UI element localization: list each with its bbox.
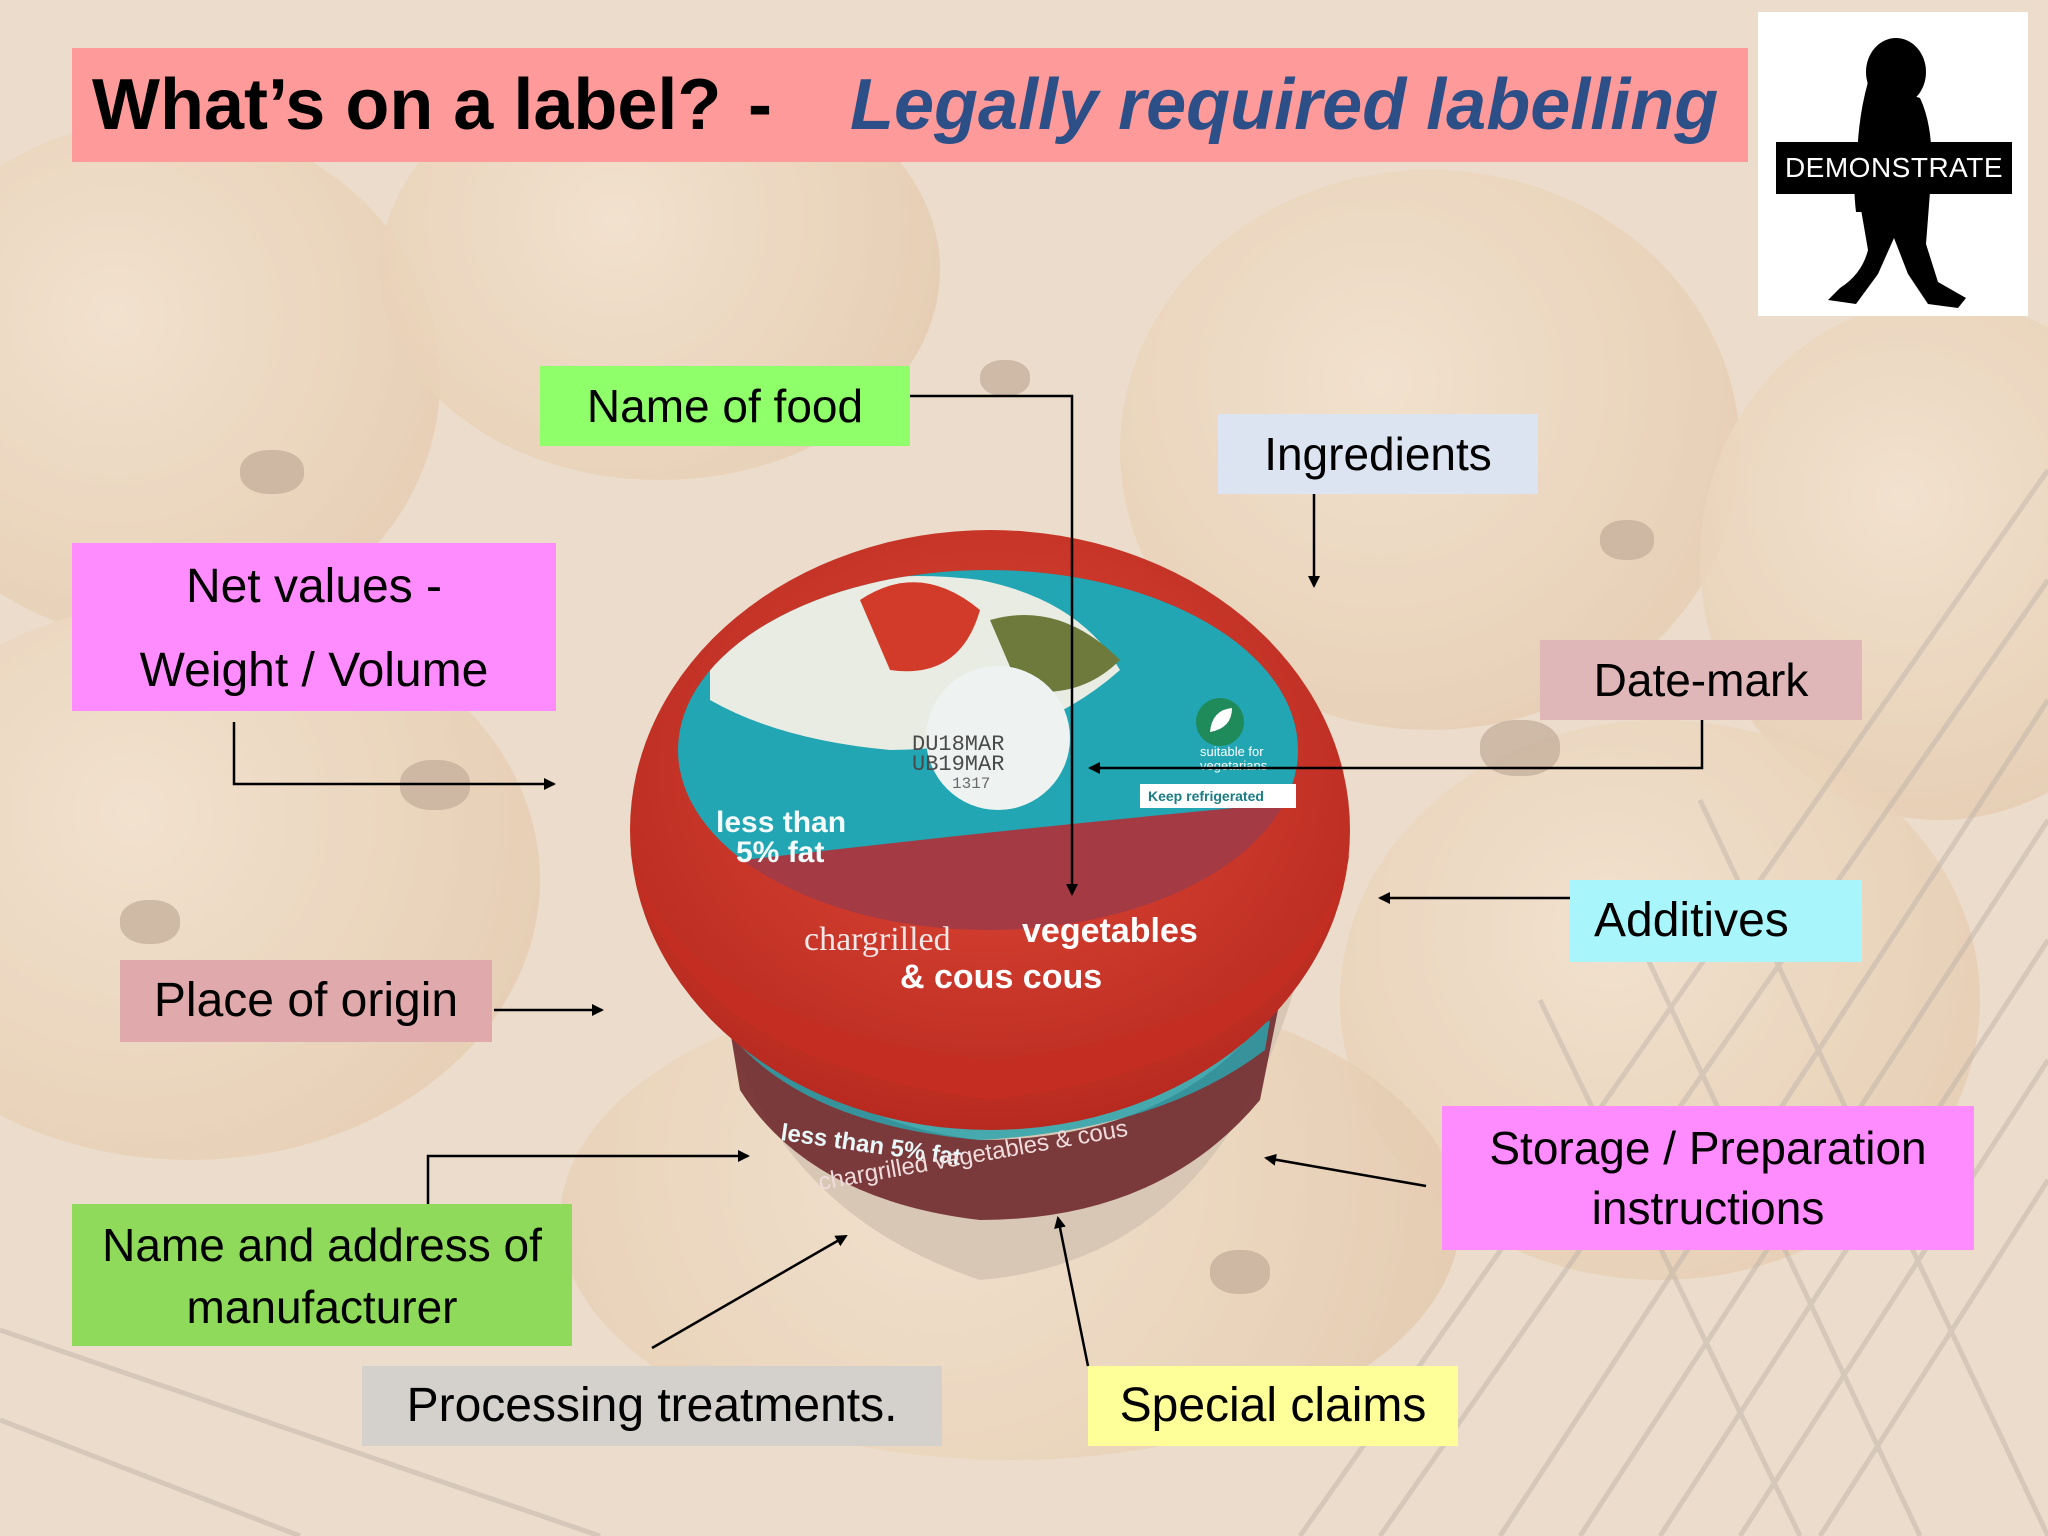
title-bar — [72, 48, 1748, 162]
lid-claim-line1: less than — [716, 806, 846, 839]
badge-line1: suitable for — [1200, 744, 1264, 759]
label-storage-line1: Storage / Preparation — [1489, 1122, 1927, 1174]
label-net-values: Net values - Weight / Volume — [72, 543, 556, 711]
chocolate-chip — [980, 360, 1030, 396]
label-processing-treatments: Processing treatments. — [362, 1366, 942, 1446]
label-processing-text: Processing treatments. — [406, 1379, 898, 1432]
date-sticker — [926, 666, 1070, 810]
page-title: What’s on a label? — [92, 65, 722, 145]
chocolate-chip — [1600, 520, 1654, 560]
label-special-claims-text: Special claims — [1119, 1379, 1427, 1432]
label-date-mark-text: Date-mark — [1593, 654, 1809, 706]
chocolate-chip — [240, 450, 304, 494]
label-net-values-line1: Net values - — [185, 560, 443, 613]
arrow-manufacturer — [426, 1150, 750, 1204]
date-code-line1: DU18MAR — [912, 732, 1004, 757]
label-special-claims: Special claims — [1088, 1366, 1458, 1446]
label-manufacturer-line1: Name and address of — [102, 1219, 542, 1271]
arrow-net-values — [232, 722, 556, 790]
product-tub: suitable for vegetarians Keep refrigerat… — [630, 530, 1350, 1280]
label-storage-line2: instructions — [1591, 1182, 1825, 1234]
label-date-mark: Date-mark — [1540, 640, 1862, 720]
lid-name-chargrilled: chargrilled — [804, 921, 951, 958]
label-additives: Additives — [1570, 880, 1862, 962]
date-code-line2: UB19MAR — [912, 752, 1004, 777]
tub-side-band — [720, 970, 1280, 1220]
lid-name-vegetables: vegetables — [1022, 912, 1198, 950]
label-ingredients: Ingredients — [1218, 414, 1538, 494]
title-separator: - — [748, 65, 772, 145]
page-subtitle: Legally required labelling — [850, 65, 1719, 145]
leaf-shape — [1210, 708, 1232, 732]
arrow-processing — [651, 1234, 848, 1350]
label-name-of-food-text: Name of food — [586, 380, 864, 432]
lid-claim-line2: 5% fat — [736, 836, 824, 869]
arrow-storage — [1264, 1153, 1427, 1188]
date-code-line3: 1317 — [952, 775, 990, 793]
label-place-of-origin: Place of origin — [120, 960, 492, 1042]
keep-refrigerated-box — [1140, 784, 1296, 808]
label-storage-preparation: Storage / Preparation instructions — [1442, 1106, 1974, 1250]
demonstrate-logo: DEMONSTRATE — [1758, 12, 2028, 316]
arrow-date-mark — [1088, 720, 1704, 774]
logo-text: DEMONSTRATE — [1776, 142, 2012, 194]
label-place-of-origin-text: Place of origin — [153, 974, 459, 1027]
label-additives-text: Additives — [1594, 894, 1789, 947]
chocolate-chip — [1210, 1250, 1270, 1294]
keep-refrigerated-text: Keep refrigerated — [1148, 788, 1264, 804]
lid-name-couscous: & cous cous — [900, 958, 1102, 996]
arrow-name-of-food — [896, 394, 1078, 896]
label-manufacturer: Name and address of manufacturer — [72, 1204, 572, 1346]
chocolate-chip — [1480, 720, 1560, 776]
label-name-of-food: Name of food — [540, 366, 910, 446]
label-manufacturer-line2: manufacturer — [186, 1281, 458, 1333]
label-net-values-line2: Weight / Volume — [139, 644, 489, 697]
label-ingredients-text: Ingredients — [1264, 428, 1492, 480]
chocolate-chip — [120, 900, 180, 944]
arrow-special-claims — [1054, 1216, 1090, 1367]
food-photo-pepper — [860, 582, 980, 672]
tub-rim-lower — [630, 850, 1350, 1100]
